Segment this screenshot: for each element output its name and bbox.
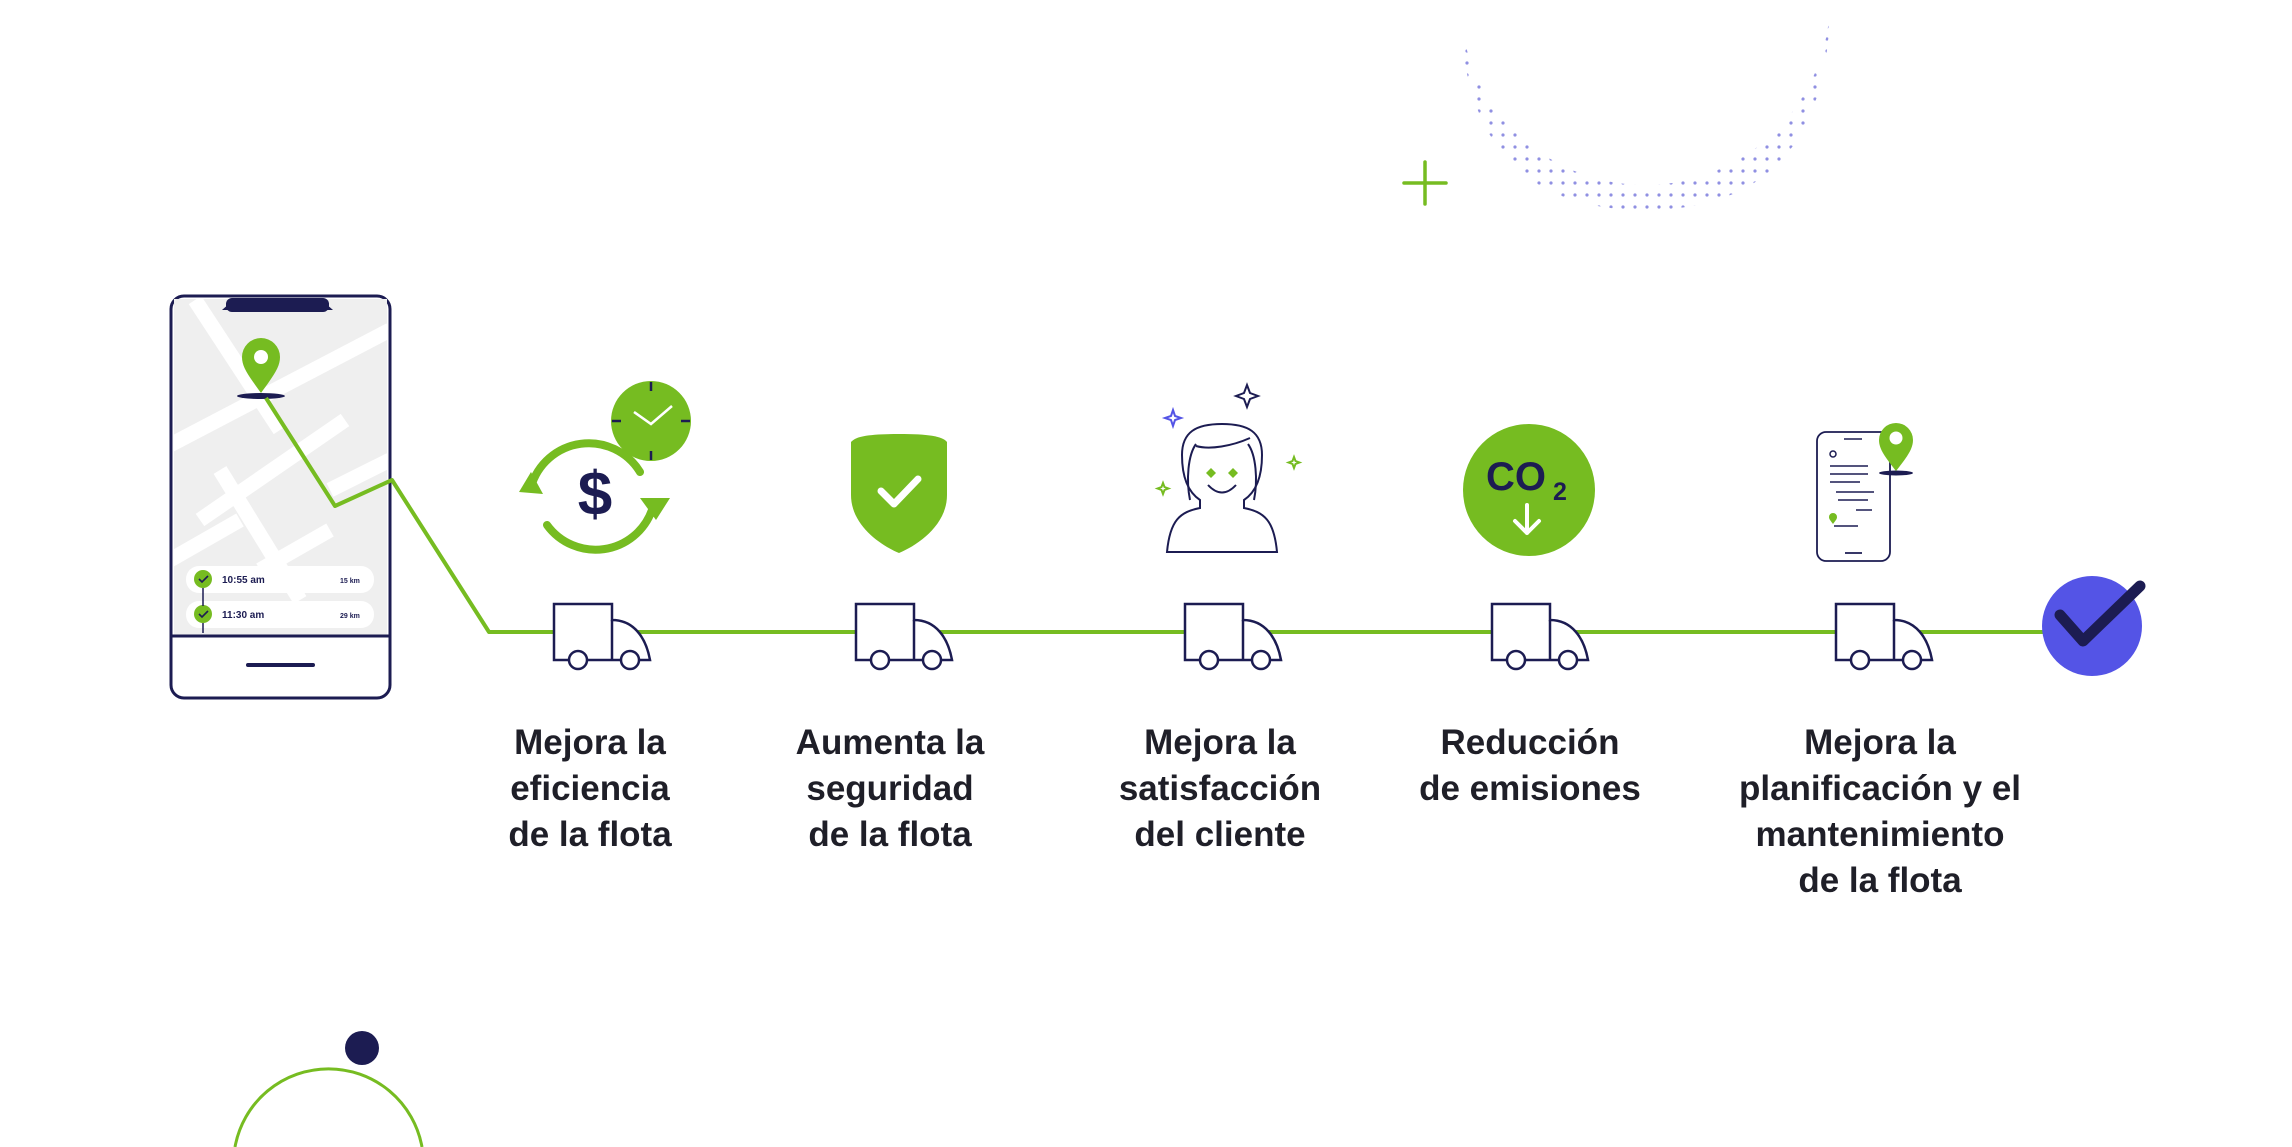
truck-icon [1490, 602, 1590, 671]
step-label-line: seguridad [806, 769, 974, 808]
shield-check-icon [851, 434, 947, 553]
phone-row-1-distance: 15 km [340, 578, 360, 585]
orbit-decoration [233, 1031, 424, 1147]
step-label-planning-maintenance: Mejora la planificación y el mantenimien… [1690, 720, 2070, 904]
step-label-line: Mejora la [1804, 723, 1956, 762]
route-line [264, 396, 2052, 634]
phone-row-2 [186, 601, 374, 628]
trucks-group [552, 602, 1934, 671]
step-label-line: de la flota [808, 815, 972, 854]
dotted-circle-decoration [1460, 0, 1830, 210]
step-label-line: del cliente [1134, 815, 1306, 854]
step-label-line: eficiencia [510, 769, 670, 808]
step-label-line: satisfacción [1118, 769, 1322, 808]
co2-subscript: 2 [1553, 478, 1567, 506]
phone-row-2-distance: 29 km [340, 613, 360, 620]
co2-label: CO [1486, 455, 1546, 499]
step-label-line: Reducción [1440, 723, 1620, 762]
phone-row-1-time: 10:55 am [222, 575, 265, 586]
phone-row-2-time: 11:30 am [222, 610, 264, 621]
check-circle-icon [2042, 576, 2146, 676]
step-label-line: planificación y el [1738, 769, 2022, 808]
phone-illustration: 10:55 am 15 km 11:30 am 29 km [169, 294, 392, 700]
step-label-fleet-safety: Aumenta la seguridad de la flota [750, 720, 1030, 858]
co2-down-icon: CO 2 [1463, 424, 1595, 556]
truck-icon [1834, 602, 1934, 671]
truck-icon [1183, 602, 1283, 671]
sparkle-cross-decoration [1402, 160, 1448, 206]
truck-icon [552, 602, 652, 671]
map-pin-icon [237, 338, 285, 399]
phone-planning-icon [1816, 423, 1913, 562]
step-label-line: Mejora la [514, 723, 666, 762]
happy-customer-icon [1154, 382, 1303, 553]
step-label-line: Aumenta la [795, 723, 985, 762]
truck-icon [854, 602, 954, 671]
phone-row-1 [186, 566, 374, 593]
step-label-line: de la flota [1798, 861, 1962, 900]
money-cycle-clock-icon: $ [519, 381, 691, 554]
step-label-emissions-reduction: Reducción de emisiones [1390, 720, 1670, 812]
step-label-line: de la flota [508, 815, 672, 854]
svg-text:$: $ [578, 460, 612, 529]
step-label-line: mantenimiento [1755, 815, 2005, 854]
step-label-fleet-efficiency: Mejora la eficiencia de la flota [440, 720, 740, 858]
step-label-line: de emisiones [1419, 769, 1641, 808]
step-label-line: Mejora la [1144, 723, 1296, 762]
step-label-customer-satisfaction: Mejora la satisfacción del cliente [1080, 720, 1360, 858]
